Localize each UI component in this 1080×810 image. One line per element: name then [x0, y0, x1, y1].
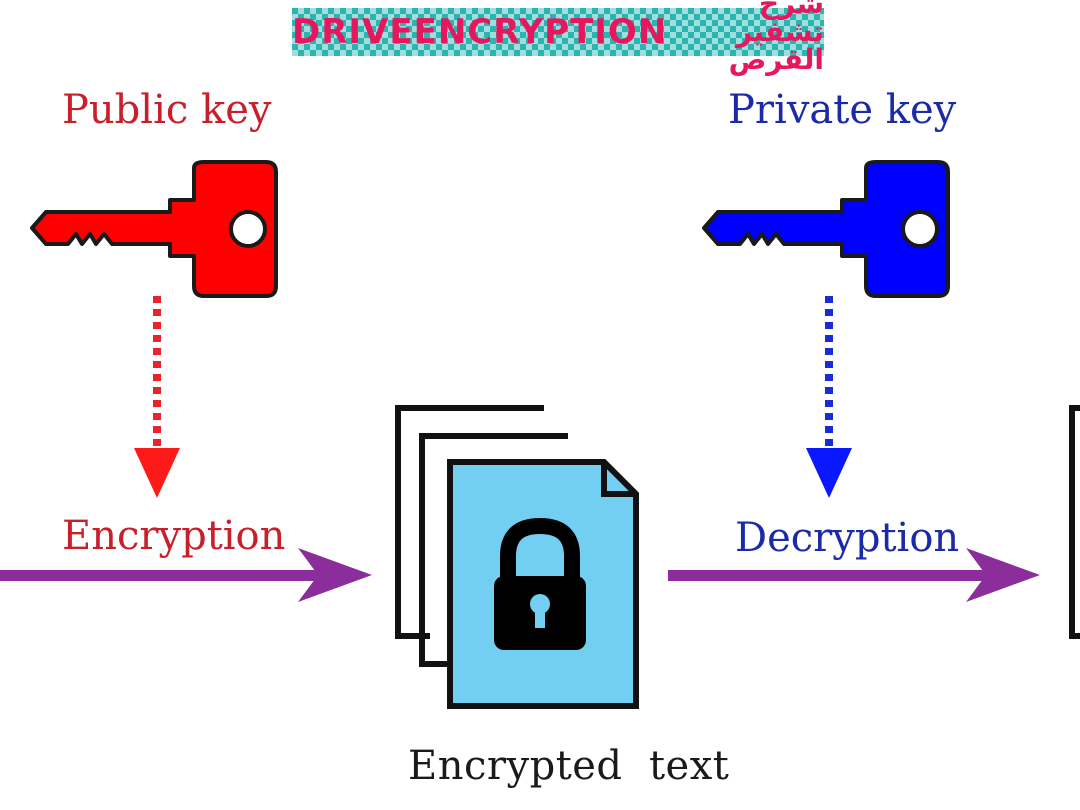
private-key-dashed-arrow: [806, 296, 852, 498]
public-key-label: Public key: [62, 87, 272, 133]
decrypted-document-edge-icon: [1069, 405, 1080, 639]
title-banner: DRIVEENCRYPTION شرح تشفير القرص: [292, 0, 824, 74]
decryption-arrow: [668, 548, 1040, 602]
encrypted-document-stack-icon: [395, 405, 639, 709]
encryption-label: Encryption: [62, 513, 286, 559]
private-key-icon: [702, 160, 950, 298]
encrypted-text-label: Encrypted text: [408, 743, 730, 789]
decryption-label: Decryption: [735, 515, 960, 561]
banner-title-arabic: شرح تشفير القرص: [728, 0, 824, 76]
public-key-dashed-arrow: [134, 296, 180, 498]
banner-title-latin: DRIVEENCRYPTION: [292, 12, 668, 52]
encryption-arrow: [0, 548, 372, 602]
public-key-icon: [30, 160, 278, 298]
private-key-label: Private key: [728, 87, 957, 133]
padlock-icon: [494, 517, 586, 650]
